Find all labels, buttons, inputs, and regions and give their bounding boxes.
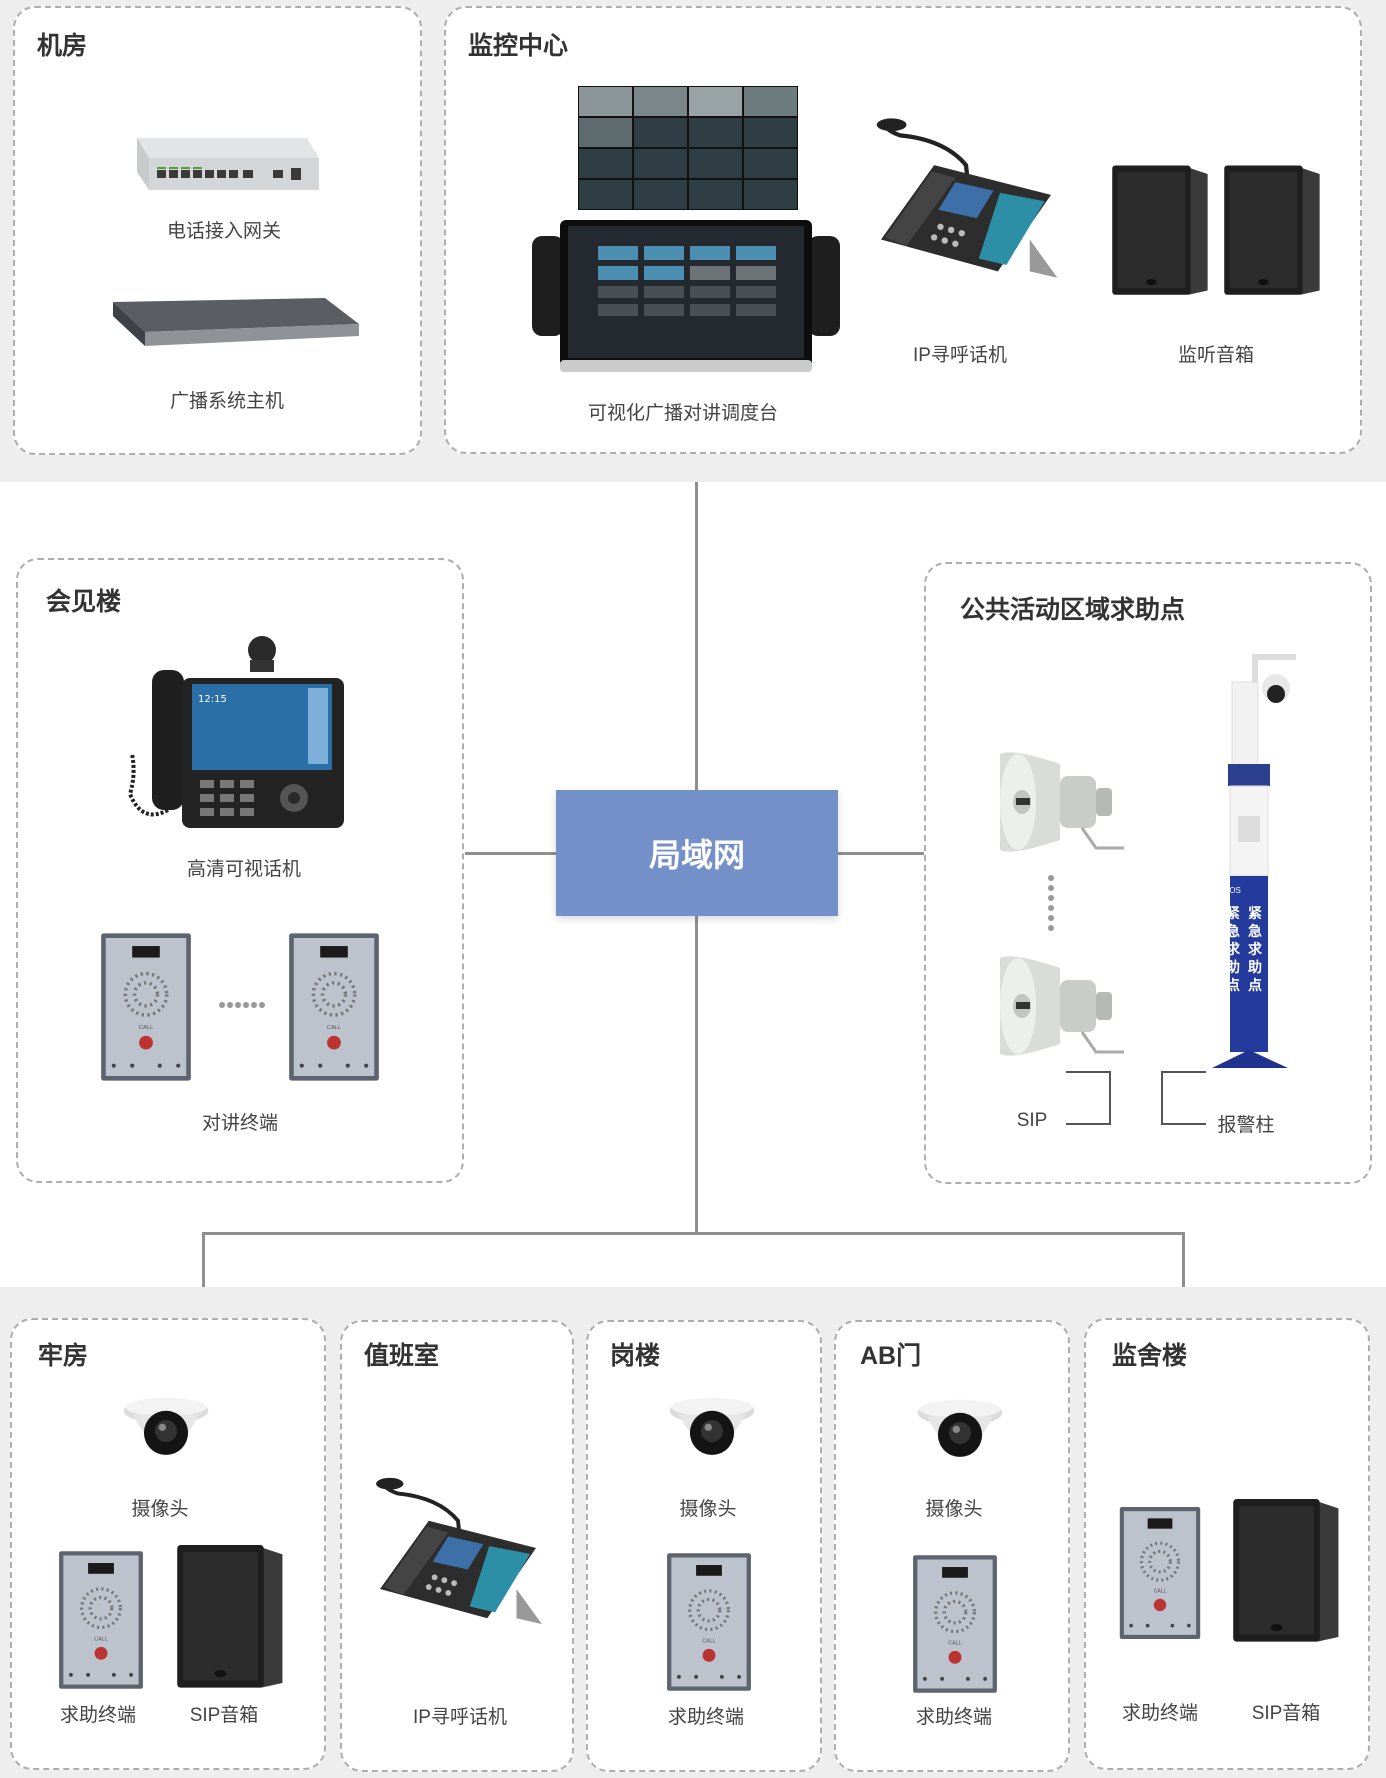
panel-public-area: 公共活动区域求助点 紧急求助点 紧急求助点 SOS SIP 报警柱 [924, 562, 1372, 1184]
svg-text:12:15: 12:15 [198, 694, 227, 705]
video-phone-icon: 12:15 [127, 636, 344, 828]
help-terminal-label: 求助终端 [667, 1707, 745, 1728]
help-terminal-label: 求助终端 [59, 1705, 137, 1726]
camera-label: 摄像头 [679, 1499, 737, 1520]
panel-title: 机房 [37, 32, 88, 60]
gateway-device-icon [137, 138, 319, 190]
panel-guard-tower: 岗楼 摄像头 求助终端 [586, 1320, 822, 1772]
sip-speaker-icon [1228, 1492, 1346, 1644]
sip-speaker-icon [172, 1538, 290, 1690]
speaker-label: 监听音箱 [1177, 345, 1255, 366]
help-terminal-label: 求助终端 [1121, 1703, 1199, 1724]
dispatch-console-icon [532, 220, 840, 372]
ip-paging-phone-icon [866, 112, 1066, 282]
panel-title: 值班室 [364, 1342, 440, 1370]
intercom-terminal-right-icon [288, 932, 380, 1082]
panel-title: 公共活动区域求助点 [960, 596, 1186, 624]
panel-title: 会见楼 [46, 588, 122, 616]
ip-paging-phone-icon [370, 1472, 546, 1628]
sip-label: SIP [1016, 1110, 1048, 1131]
intercom-terminal-left-icon [100, 932, 192, 1082]
panel-title: 监舍楼 [1112, 1342, 1188, 1370]
help-terminal-icon [666, 1552, 752, 1692]
camera-icon [120, 1394, 212, 1468]
ip-phone-label: IP寻呼话机 [413, 1707, 507, 1728]
connector-bus-right [1182, 1232, 1185, 1287]
connector-bus [202, 1232, 1185, 1235]
camera-icon [914, 1396, 1006, 1470]
bracket-left-icon [1161, 1071, 1206, 1125]
vertical-ellipsis-dots [1048, 875, 1054, 931]
video-wall-icon [578, 86, 798, 210]
host-label: 广播系统主机 [169, 391, 285, 412]
panel-title: AB门 [860, 1342, 922, 1370]
panel-title: 牢房 [38, 1342, 89, 1370]
ip-phone-label: IP寻呼话机 [913, 345, 1007, 366]
panel-machine-room: 机房 电话接入网关 广播系统主机 [13, 6, 422, 455]
monitor-speaker-right-icon [1220, 158, 1326, 298]
panel-monitor-center: 监控中心 可视化广播对讲调度台 IP寻呼话机 监听音箱 [444, 6, 1362, 454]
panel-title: 监控中心 [468, 32, 569, 60]
lan-label: 局域网 [648, 837, 745, 873]
pillar-text: 紧急求助点 [1226, 905, 1240, 993]
panel-ab-gate: AB门 摄像头 求助终端 [834, 1320, 1070, 1772]
connector-left [465, 852, 556, 855]
help-terminal-icon [912, 1554, 998, 1694]
camera-label: 摄像头 [131, 1499, 189, 1520]
camera-icon [666, 1394, 758, 1468]
sip-speaker-label: SIP音箱 [1251, 1703, 1321, 1724]
alarm-pillar-label: 报警柱 [1217, 1115, 1275, 1136]
pillar-text-right: 紧急求助点 [1248, 905, 1262, 993]
help-terminal-label: 求助终端 [915, 1707, 993, 1728]
alarm-pillar-icon [1212, 654, 1296, 1068]
camera-label: 摄像头 [925, 1499, 983, 1520]
panel-duty-room: 值班室 IP寻呼话机 [340, 1320, 574, 1772]
monitor-speaker-left-icon [1108, 158, 1214, 298]
panel-cell: 牢房 摄像头 求助终端 SIP音箱 [10, 1318, 326, 1770]
connector-top [695, 482, 698, 790]
pillar-sos: SOS [1224, 886, 1241, 895]
horn-speaker-top-icon [1000, 748, 1130, 858]
help-terminal-icon [58, 1550, 144, 1690]
ellipsis-dots [219, 1002, 265, 1008]
video-phone-label: 高清可视话机 [186, 859, 302, 880]
help-terminal-icon [1118, 1506, 1202, 1640]
panel-dormitory: 监舍楼 求助终端 SIP音箱 [1084, 1318, 1370, 1770]
console-label: 可视化广播对讲调度台 [587, 403, 779, 424]
connector-down [695, 916, 698, 1234]
gateway-label: 电话接入网关 [166, 221, 282, 242]
panel-title: 岗楼 [610, 1342, 661, 1370]
intercom-label: 对讲终端 [201, 1113, 279, 1134]
sip-speaker-label: SIP音箱 [189, 1705, 259, 1726]
connector-right [838, 852, 924, 855]
bracket-right-icon [1066, 1071, 1111, 1125]
connector-bus-left [202, 1232, 205, 1287]
broadcast-host-icon [113, 298, 359, 346]
panel-meeting-building: 会见楼 12:15 高清可视话机 对讲终端 [16, 558, 464, 1183]
horn-speaker-bottom-icon [1000, 952, 1130, 1062]
lan-node: 局域网 [556, 790, 838, 916]
